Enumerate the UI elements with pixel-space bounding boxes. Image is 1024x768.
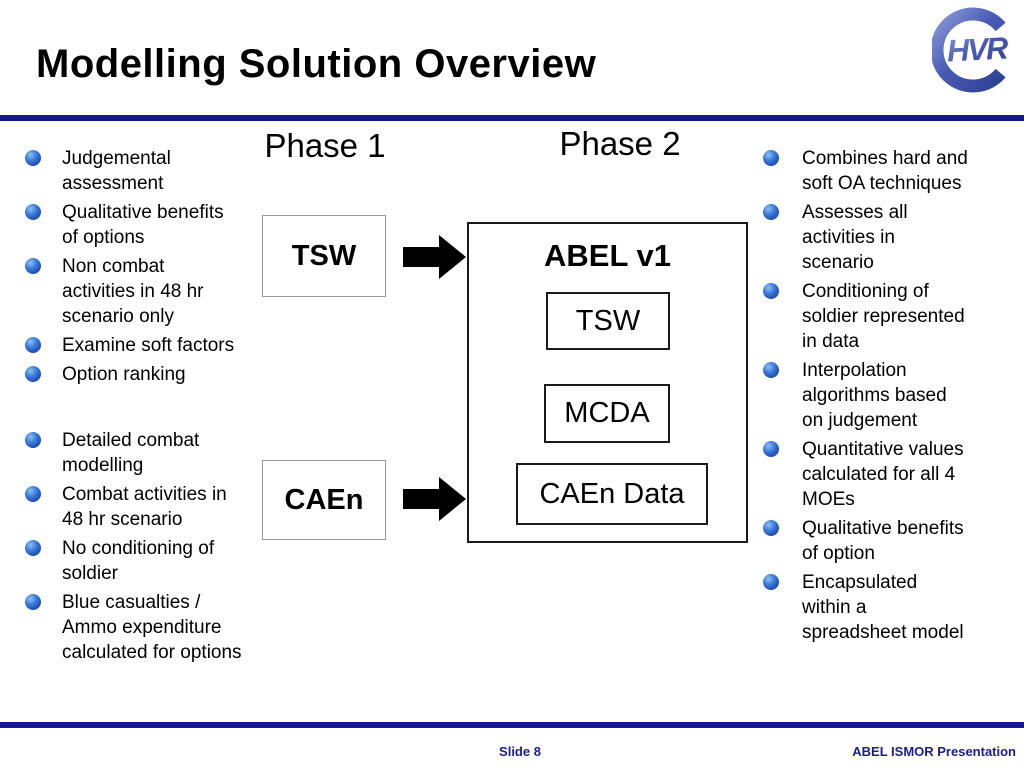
arrow-right-icon: [403, 235, 466, 279]
bullet-icon: [25, 204, 41, 220]
bullet-icon: [763, 520, 779, 536]
bullet-text: Combat activities in 48 hr scenario: [62, 484, 227, 530]
footer-divider: [0, 722, 1024, 728]
list-item: Combines hard and soft OA techniques: [763, 146, 1024, 196]
bullet-icon: [25, 594, 41, 610]
bullet-text: Interpolation algorithms based on judgem…: [802, 360, 947, 431]
caen-source-box: CAEn: [262, 460, 386, 540]
list-item: Encapsulated within a spreadsheet model: [763, 570, 1024, 645]
list-item: Option ranking: [25, 362, 277, 387]
bullet-icon: [25, 258, 41, 274]
bullet-text: Assesses all activities in scenario: [802, 202, 908, 273]
page-title: Modelling Solution Overview: [36, 42, 597, 86]
bullet-text: Option ranking: [62, 364, 186, 385]
tsw-source-box: TSW: [262, 215, 386, 297]
list-item: Conditioning of soldier represented in d…: [763, 279, 1024, 354]
bullet-text: Encapsulated within a spreadsheet model: [802, 572, 964, 643]
bullet-icon: [763, 283, 779, 299]
bullet-icon: [25, 486, 41, 502]
phase-2-label: Phase 2: [559, 125, 681, 162]
bullet-icon: [763, 441, 779, 457]
list-item: Quantitative values calculated for all 4…: [763, 437, 1024, 512]
left-bullet-list-phase1b: Detailed combat modelling Combat activit…: [25, 428, 277, 669]
list-item: Combat activities in 48 hr scenario: [25, 482, 277, 532]
right-bullet-list-phase2: Combines hard and soft OA techniques Ass…: [763, 146, 1024, 649]
arrow-right-icon: [403, 477, 466, 521]
bullet-text: No conditioning of soldier: [62, 538, 215, 584]
logo-hvr-text: HVR: [946, 30, 1010, 68]
bullet-text: Qualitative benefits of option: [802, 518, 964, 564]
bullet-text: Examine soft factors: [62, 335, 235, 356]
bullet-icon: [763, 362, 779, 378]
bullet-icon: [25, 432, 41, 448]
bullet-icon: [25, 337, 41, 353]
abel-v1-title: ABEL v1: [544, 238, 671, 273]
logo-c-ring: [930, 7, 1006, 93]
bullet-text: Conditioning of soldier represented in d…: [802, 281, 965, 352]
list-item: Qualitative benefits of option: [763, 516, 1024, 566]
abel-caen-data-box: CAEn Data: [516, 463, 708, 525]
list-item: No conditioning of soldier: [25, 536, 277, 586]
slide-number: Slide 8: [499, 744, 541, 759]
bullet-icon: [25, 540, 41, 556]
list-item: Non combat activities in 48 hr scenario …: [25, 254, 277, 329]
list-item: Blue casualties / Ammo expenditure calcu…: [25, 590, 277, 665]
list-item: Interpolation algorithms based on judgem…: [763, 358, 1024, 433]
list-item: Examine soft factors: [25, 333, 277, 358]
bullet-text: Qualitative benefits of options: [62, 202, 224, 248]
bullet-text: Detailed combat modelling: [62, 430, 200, 476]
hvr-logo-icon: HVR: [930, 2, 1018, 98]
phase-1-label: Phase 1: [264, 127, 386, 164]
abel-mcda-box: MCDA: [544, 384, 670, 443]
bullet-text: Non combat activities in 48 hr scenario …: [62, 256, 204, 327]
list-item: Qualitative benefits of options: [25, 200, 277, 250]
bullet-icon: [763, 574, 779, 590]
presentation-name: ABEL ISMOR Presentation: [852, 744, 1016, 759]
title-divider: [0, 115, 1024, 121]
abel-v1-container-box: ABEL v1 TSW MCDA CAEn Data: [467, 222, 748, 543]
bullet-icon: [763, 204, 779, 220]
abel-tsw-box: TSW: [546, 292, 670, 350]
list-item: Judgemental assessment: [25, 146, 277, 196]
bullet-text: Judgemental assessment: [62, 148, 171, 194]
bullet-icon: [25, 150, 41, 166]
left-bullet-list-phase1: Judgemental assessment Qualitative benef…: [25, 146, 277, 391]
bullet-icon: [763, 150, 779, 166]
bullet-icon: [25, 366, 41, 382]
list-item: Detailed combat modelling: [25, 428, 277, 478]
bullet-text: Quantitative values calculated for all 4…: [802, 439, 964, 510]
list-item: Assesses all activities in scenario: [763, 200, 1024, 275]
bullet-text: Combines hard and soft OA techniques: [802, 148, 968, 194]
bullet-text: Blue casualties / Ammo expenditure calcu…: [62, 592, 242, 663]
